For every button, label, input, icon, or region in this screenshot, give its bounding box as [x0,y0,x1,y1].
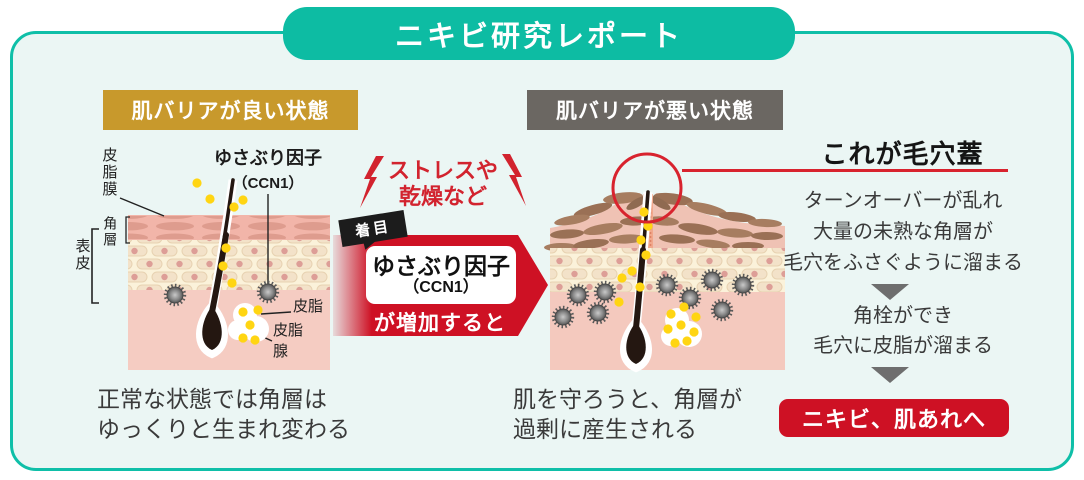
bad-caption-line2: 過剰に産生される [513,416,697,442]
down-arrow-icon [871,284,909,300]
result-badge-text: ニキビ、肌あれへ [801,407,986,432]
report-title-banner: ニキビ研究レポート [283,7,795,60]
factor-code: （CCN1） [232,175,304,192]
trigger-line1: ストレスや [387,158,498,183]
good-state-label-text: 肌バリアが良い状態 [131,100,330,123]
step2-text: 角栓ができ 毛穴に皮脂が溜まる [781,301,1025,361]
label-epidermis: 表皮 [73,238,91,272]
good-caption-line2: ゆっくりと生まれ変わる [97,416,350,442]
report-title: ニキビ研究レポート [394,20,683,53]
factor-box-name: ゆさぶり因子 [372,253,510,279]
focus-tag-text: 着目 [354,218,393,241]
factor-box: ゆさぶり因子 （CCN1） [366,246,516,304]
lightning-icon [502,154,526,206]
factor-box-code: （CCN1） [403,279,479,296]
annotation-lines [91,194,292,342]
good-caption-line1: 正常な状態では角層は [97,386,327,412]
good-state-label: 肌バリアが良い状態 [103,90,358,130]
bad-state-label: 肌バリアが悪い状態 [527,90,783,130]
result-badge: ニキビ、肌あれへ [779,399,1009,437]
bad-state-caption: 肌を守ろうと、角層が 過剰に産生される [513,384,742,444]
bad-skin-diagram [544,152,785,373]
down-arrow-icon [871,367,909,383]
good-state-caption: 正常な状態では角層は ゆっくりと生まれ変わる [97,384,350,444]
step2-line1: 角栓ができ [853,305,953,327]
hair-follicle [620,190,653,373]
label-horny-layer: 角層 [102,216,119,248]
gland-line2: 腺 [273,343,289,360]
lightning-icon [360,156,384,208]
label-shaking-factor: ゆさぶり因子 （CCN1） [208,144,328,193]
label-sebum: 皮脂 [293,298,324,315]
arrow-suffix: が増加すると [374,312,506,335]
label-sebum-film: 皮脂膜 [100,147,118,198]
pore-cap-heading: これが毛穴蓋 [821,139,984,169]
gland-line1: 皮脂 [273,322,304,339]
trigger-line2: 乾燥など [398,184,487,209]
label-sebaceous-gland: 皮脂 腺 [273,320,303,362]
good-skin-diagram [91,178,330,370]
step1-line1: ターンオーバーが乱れ [803,190,1003,212]
trigger-text: ストレスや 乾燥など [381,158,505,210]
bad-state-label-text: 肌バリアが悪い状態 [556,100,754,123]
highlight-circle [611,152,683,224]
factor-name: ゆさぶり因子 [214,148,322,168]
pointer-line [682,169,1008,172]
bad-caption-line1: 肌を守ろうと、角層が [513,386,743,412]
step1-line3: 毛穴をふさぐように溜まる [783,252,1023,274]
step1-line2: 大量の未熟な角層が [813,221,993,243]
step2-line2: 毛穴に皮脂が溜まる [813,335,993,357]
step1-text: ターンオーバーが乱れ 大量の未熟な角層が 毛穴をふさぐように溜まる [781,186,1025,279]
